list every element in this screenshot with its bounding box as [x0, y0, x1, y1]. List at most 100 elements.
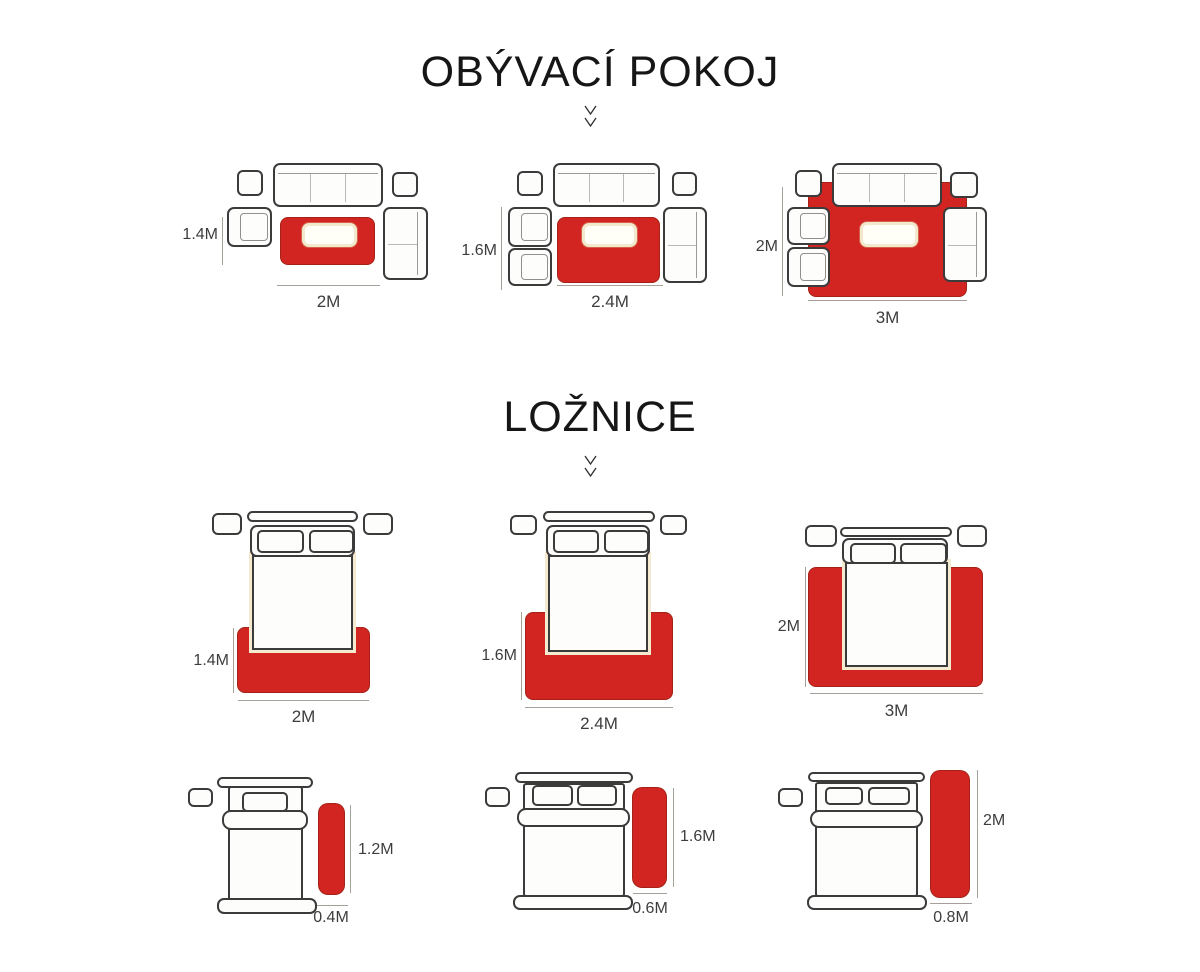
sofa-three-seat: [832, 163, 942, 207]
width-dimension-line: [633, 893, 667, 894]
nightstand: [363, 513, 393, 535]
height-dimension-line: [501, 207, 502, 290]
footboard: [513, 895, 633, 910]
headboard: [808, 772, 925, 782]
height-dimension-label: 1.6M: [461, 242, 497, 259]
nightstand: [957, 525, 987, 547]
width-dimension-line: [238, 700, 369, 701]
armchair-seat: [521, 213, 548, 241]
bedroom-runner-layout-1: 1.2M 0.4M: [185, 765, 415, 935]
blanket-edge: [517, 808, 630, 827]
pillow: [553, 530, 599, 553]
width-dimension-label: 2M: [316, 292, 341, 311]
bedroom-layout-1: 1.4M 2M: [185, 505, 405, 730]
coffee-table: [582, 223, 637, 247]
height-dimension-line: [673, 788, 674, 887]
bedroom-layout-2: 1.6M 2.4M: [475, 505, 705, 740]
living-room-layout-1: 1.4M 2M: [180, 160, 440, 320]
bedroom-layout-3: 2M 3M: [770, 505, 1010, 735]
pillow: [604, 530, 649, 553]
loveseat-backrest: [417, 212, 423, 275]
width-dimension-label: 2.4M: [591, 292, 629, 311]
sofa-seat-divider: [344, 174, 346, 202]
loveseat: [663, 207, 707, 283]
sofa-seat-divider: [622, 174, 624, 202]
pillow: [850, 543, 896, 564]
width-dimension-label: 0.6M: [632, 900, 668, 917]
sofa-three-seat: [273, 163, 383, 207]
height-dimension-line: [805, 567, 806, 687]
pillow-band: [546, 525, 650, 557]
double-chevron-down-icon: [555, 453, 625, 479]
sofa-seat-divider: [903, 174, 905, 202]
height-dimension-label: 1.6M: [481, 647, 517, 664]
headboard: [543, 511, 655, 522]
coffee-table: [302, 223, 357, 247]
pillow: [257, 530, 304, 553]
height-dimension-label: 2M: [755, 238, 778, 255]
loveseat-seat-divider: [388, 243, 417, 245]
nightstand: [212, 513, 242, 535]
width-dimension-line: [808, 300, 967, 301]
nightstand: [485, 787, 510, 807]
side-table: [392, 172, 418, 197]
living-room-layout-2: 1.6M 2.4M: [455, 160, 715, 320]
pillow-band: [842, 538, 948, 564]
runner-rug: [930, 770, 970, 898]
width-dimension-label: 0.8M: [933, 909, 969, 926]
blanket-edge: [810, 810, 923, 828]
bed-body: [548, 555, 648, 652]
height-dimension-line: [521, 612, 522, 700]
loveseat-seat-divider: [948, 244, 976, 246]
width-dimension-line: [930, 903, 972, 904]
sofa-backrest: [558, 165, 655, 174]
side-table: [672, 172, 697, 196]
nightstand: [660, 515, 687, 535]
loveseat-backrest: [976, 212, 982, 277]
armchair: [508, 248, 552, 286]
width-dimension-label: 0.4M: [313, 909, 349, 926]
armchair-seat: [799, 253, 827, 281]
armchair-seat: [521, 254, 548, 280]
height-dimension-label: 2M: [777, 618, 800, 635]
side-table: [517, 171, 543, 196]
sofa-backrest: [278, 165, 378, 174]
double-chevron-down-icon: [555, 103, 625, 129]
loveseat-seat-divider: [668, 245, 696, 246]
height-dimension-line: [977, 770, 978, 898]
living-room-layout-3: 2M 3M: [740, 160, 1010, 335]
height-dimension-label: 1.6M: [680, 828, 716, 845]
headboard: [840, 527, 952, 537]
height-dimension-label: 1.4M: [193, 652, 229, 669]
headboard: [515, 772, 633, 783]
sofa-seat-divider: [309, 174, 311, 202]
headboard: [217, 777, 313, 788]
bedroom-runner-layout-3: 2M 0.8M: [775, 750, 1020, 930]
width-dimension-line: [313, 905, 348, 906]
loveseat: [383, 207, 428, 280]
headboard: [247, 511, 358, 522]
footboard: [807, 895, 927, 910]
armchair: [787, 247, 830, 287]
bedroom-runner-layout-2: 1.6M 0.6M: [480, 765, 720, 935]
width-dimension-label: 3M: [875, 308, 900, 327]
side-table: [950, 172, 978, 198]
pillow: [900, 543, 947, 564]
nightstand: [510, 515, 537, 535]
armchair-seat: [799, 213, 827, 239]
width-dimension-label: 3M: [884, 701, 909, 720]
armchair-seat: [240, 213, 268, 241]
runner-rug: [632, 787, 667, 888]
height-dimension-label: 1.4M: [182, 226, 218, 243]
side-table: [795, 170, 822, 197]
armchair: [787, 207, 830, 245]
height-dimension-line: [233, 628, 234, 693]
section-title-living-room: OBÝVACÍ POKOJ: [420, 48, 780, 96]
height-dimension-line: [782, 187, 783, 296]
blanket-edge: [222, 810, 308, 830]
section-title-bedroom: LOŽNICE: [503, 393, 697, 441]
pillow: [532, 785, 573, 806]
height-dimension-line: [222, 217, 223, 265]
pillow: [825, 787, 863, 805]
